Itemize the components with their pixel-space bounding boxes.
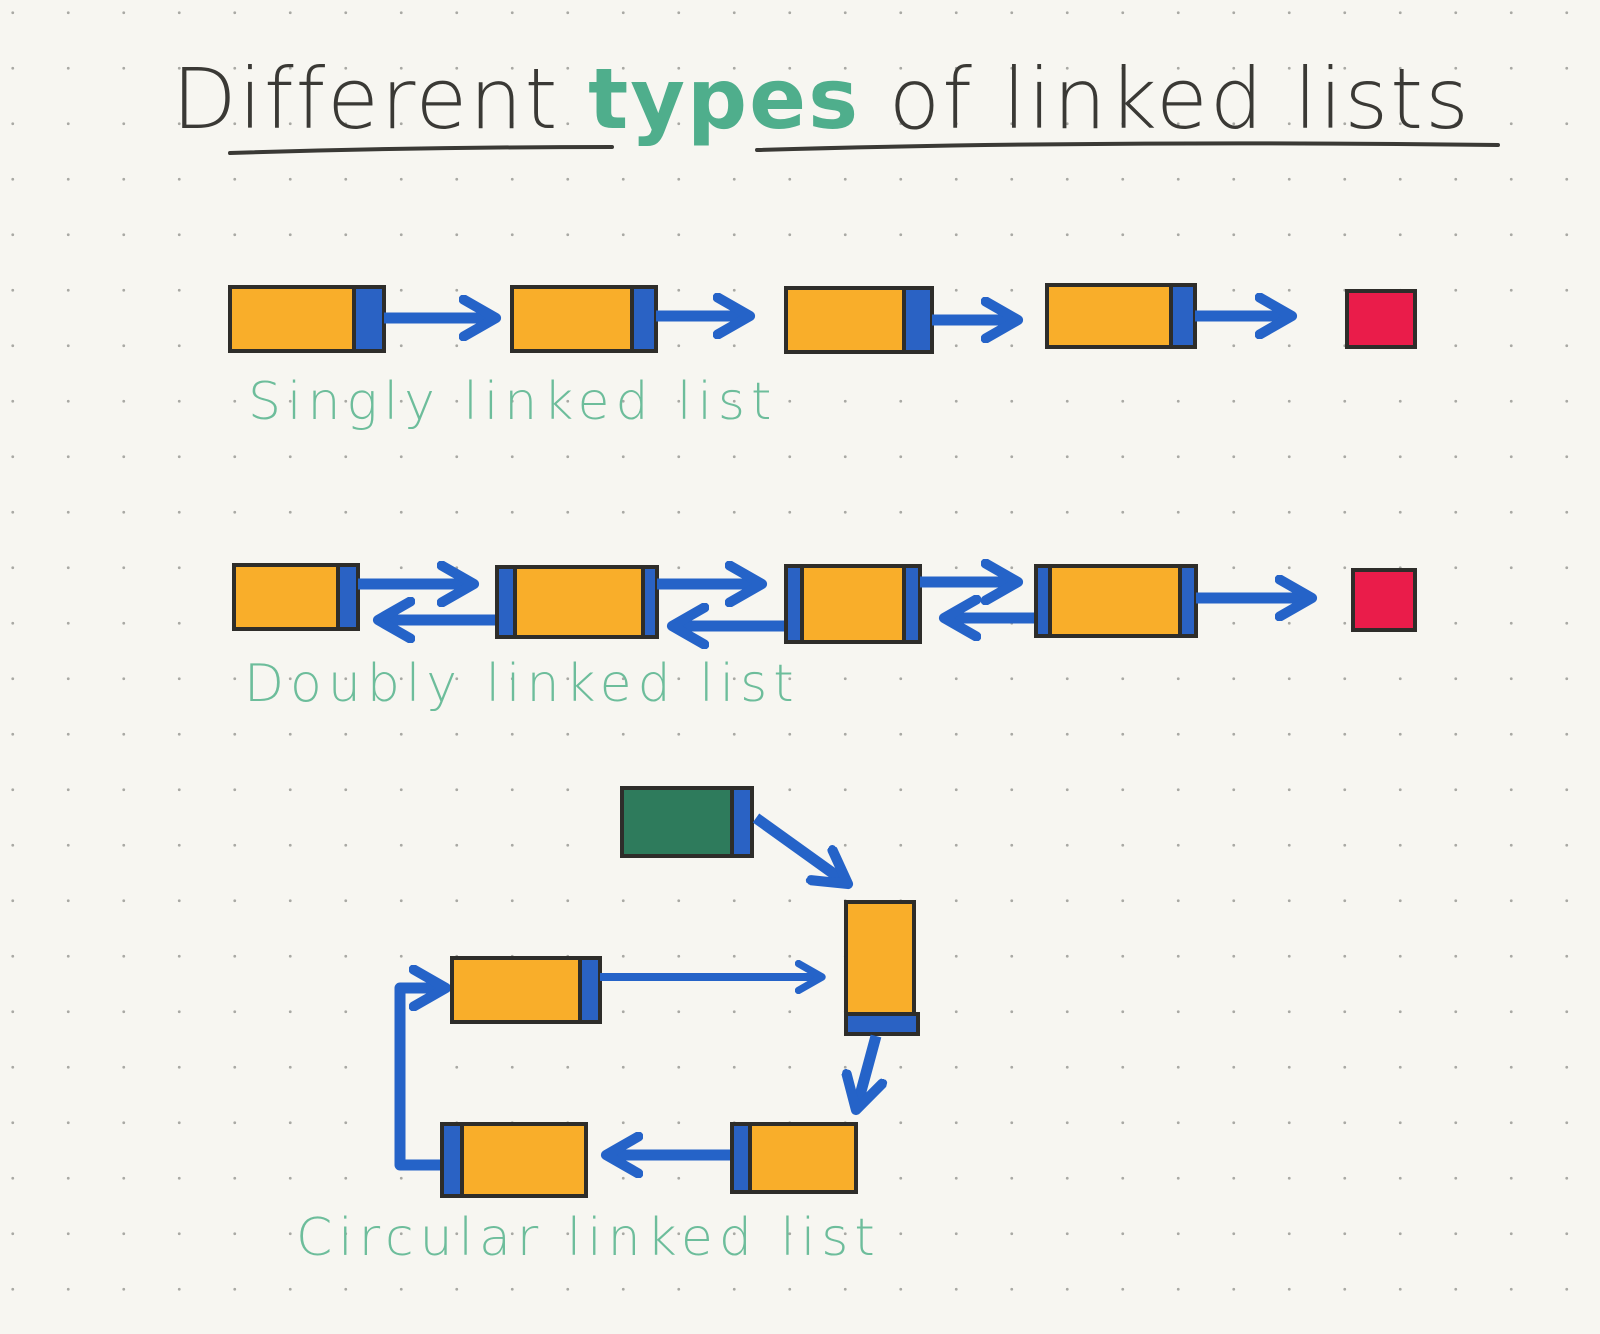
- null-square: [1345, 289, 1417, 349]
- node: [232, 563, 360, 631]
- null-square: [1351, 568, 1417, 632]
- node: [730, 1122, 858, 1194]
- title-accent: types: [588, 50, 861, 148]
- next-arrow: [856, 1034, 876, 1110]
- singly-linked-list: [228, 283, 1417, 354]
- node: [1034, 564, 1198, 638]
- circular-linked-list: [394, 786, 920, 1198]
- title-suffix: of linked lists: [860, 50, 1471, 148]
- title-underline: [228, 141, 1500, 155]
- doubly-label: Doubly linked list: [244, 654, 800, 714]
- node: [784, 286, 934, 354]
- node: [510, 285, 658, 353]
- node: [784, 564, 922, 644]
- head-arrow: [752, 813, 848, 884]
- node: [495, 565, 659, 639]
- page-title: Different types of linked lists: [172, 50, 1471, 148]
- circular-label: Circular linked list: [296, 1208, 881, 1268]
- wrap-around-arrow: [394, 988, 446, 1171]
- title-prefix: Different: [172, 50, 589, 148]
- node: [440, 1122, 588, 1198]
- node: [1045, 283, 1197, 349]
- singly-label: Singly linked list: [248, 372, 778, 432]
- node: [844, 900, 920, 1036]
- head-node: [620, 786, 754, 858]
- node: [228, 285, 386, 353]
- doubly-linked-list: [232, 563, 1417, 644]
- node: [450, 956, 602, 1024]
